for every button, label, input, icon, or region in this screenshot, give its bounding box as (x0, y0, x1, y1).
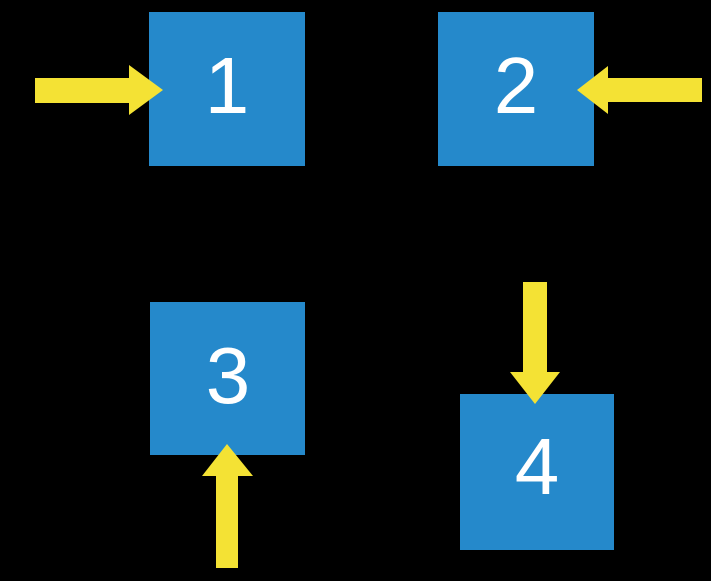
square-4 (460, 394, 614, 550)
square-1-label: 1 (205, 41, 250, 130)
square-3 (150, 302, 305, 455)
square-2-label: 2 (494, 41, 539, 130)
square-2 (438, 12, 594, 166)
arrow-right-icon (35, 65, 163, 115)
square-1 (149, 12, 305, 166)
arrow-left-icon (577, 66, 702, 114)
arrow-down-icon (510, 282, 560, 404)
square-3-label: 3 (206, 331, 251, 420)
arrow-up-icon (202, 444, 253, 568)
square-4-label: 4 (515, 422, 560, 511)
